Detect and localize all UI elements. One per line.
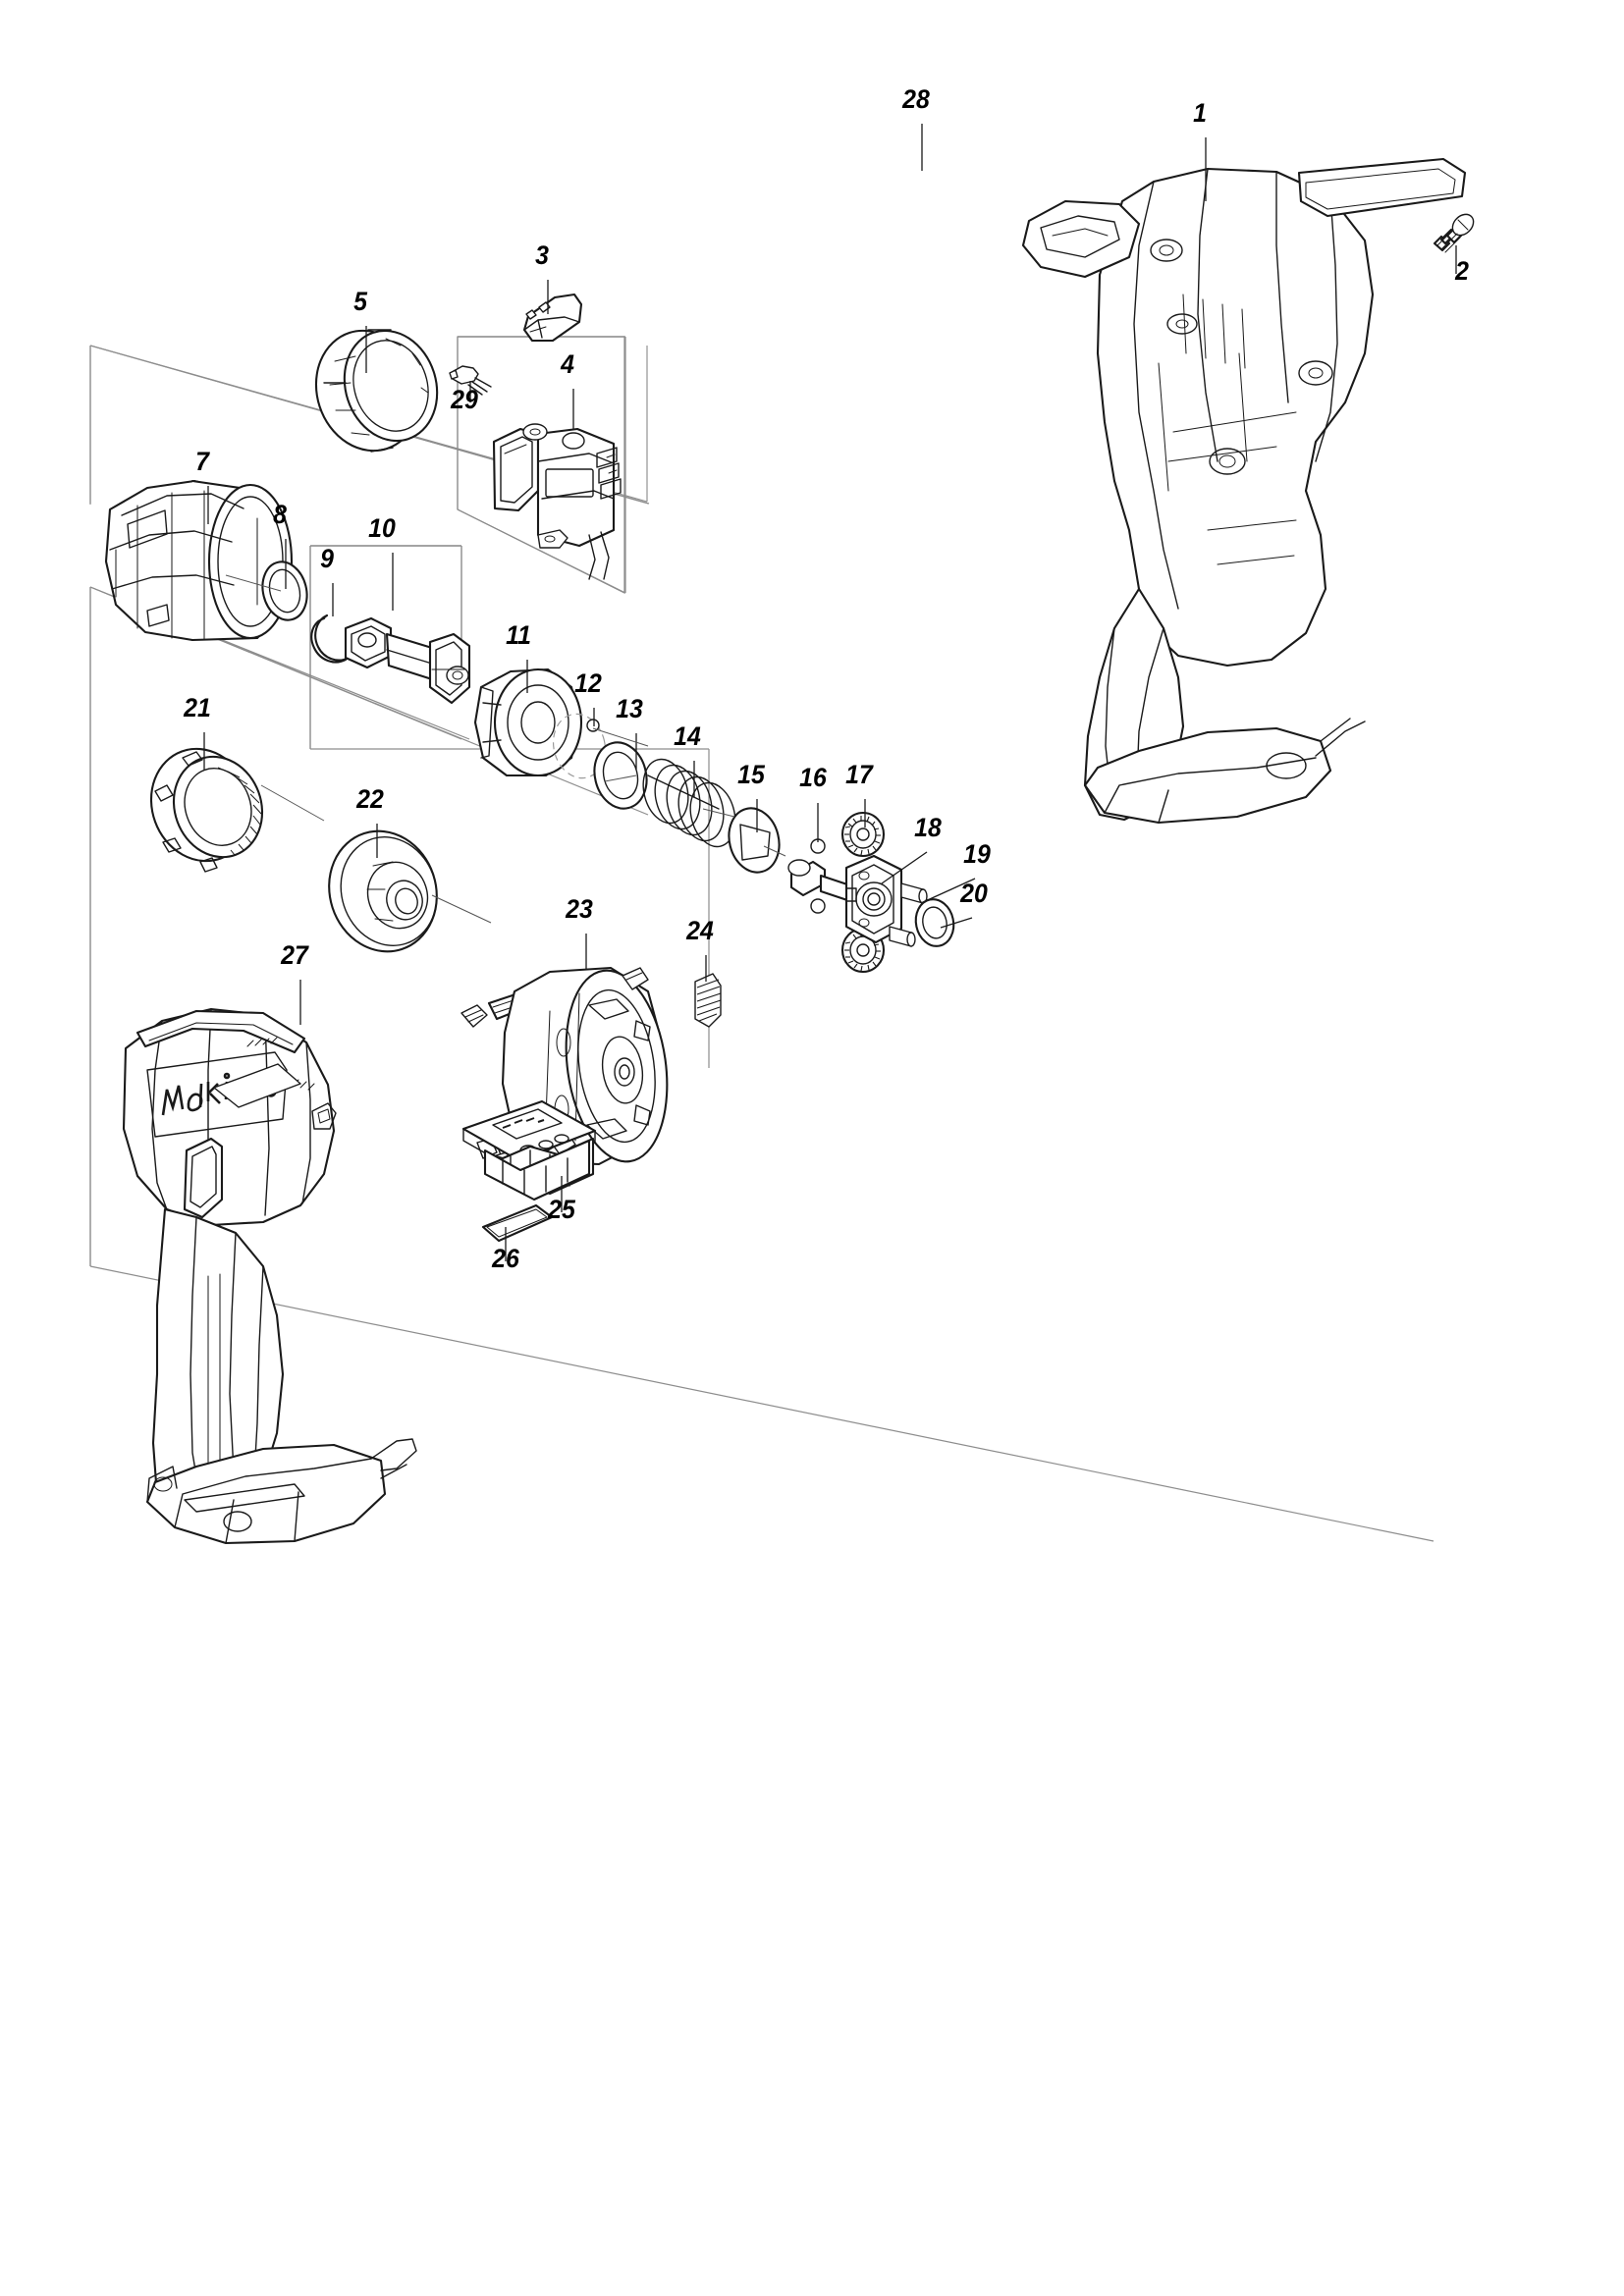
callout-dc-motor: 23	[566, 894, 593, 924]
callout-spindle-carrier: 18	[914, 813, 942, 842]
callout-housing-half-left: 27	[281, 940, 308, 970]
callout-name-plate: 28	[902, 84, 930, 114]
callout-reversing-switch-lever: 3	[535, 240, 549, 270]
group-box-drive-main	[89, 343, 1434, 884]
callout-flat-washer: 13	[616, 694, 643, 723]
callout-gear-housing-cover: 5	[353, 287, 367, 316]
callout-gear-pin: 19	[963, 839, 991, 869]
callout-housing-half-right: 1	[1193, 98, 1207, 128]
callout-battery-terminal-block: 25	[548, 1195, 575, 1224]
group-outlines	[89, 336, 982, 1266]
callout-led-diode: 29	[451, 385, 478, 414]
callout-internal-ring-gear: 21	[184, 693, 211, 722]
callout-motor-pinion-gear: 24	[686, 916, 714, 945]
callout-o-ring: 8	[273, 500, 287, 529]
callout-steel-ball-small: 16	[799, 763, 827, 792]
callout-insulation-sheet: 26	[492, 1244, 519, 1273]
callout-anvil-assembly: 10	[368, 513, 396, 543]
callout-planetary-gear: 17	[845, 760, 873, 789]
callout-steel-ball: 12	[574, 668, 602, 698]
group-box-switch	[680, 500, 916, 875]
group-box-anvil	[470, 743, 747, 1046]
callout-washer: 15	[737, 760, 765, 789]
callout-switch-assembly: 4	[561, 349, 574, 379]
callout-retaining-ring: 9	[320, 544, 334, 573]
callout-tapping-screw: 2	[1455, 256, 1469, 286]
callout-hammer: 11	[506, 620, 531, 650]
callout-gear-housing-plate: 22	[356, 784, 384, 814]
callout-flat-washer-spindle: 20	[960, 879, 988, 908]
callout-compression-spring: 14	[674, 721, 701, 751]
callout-hammer-case: 7	[195, 447, 209, 476]
